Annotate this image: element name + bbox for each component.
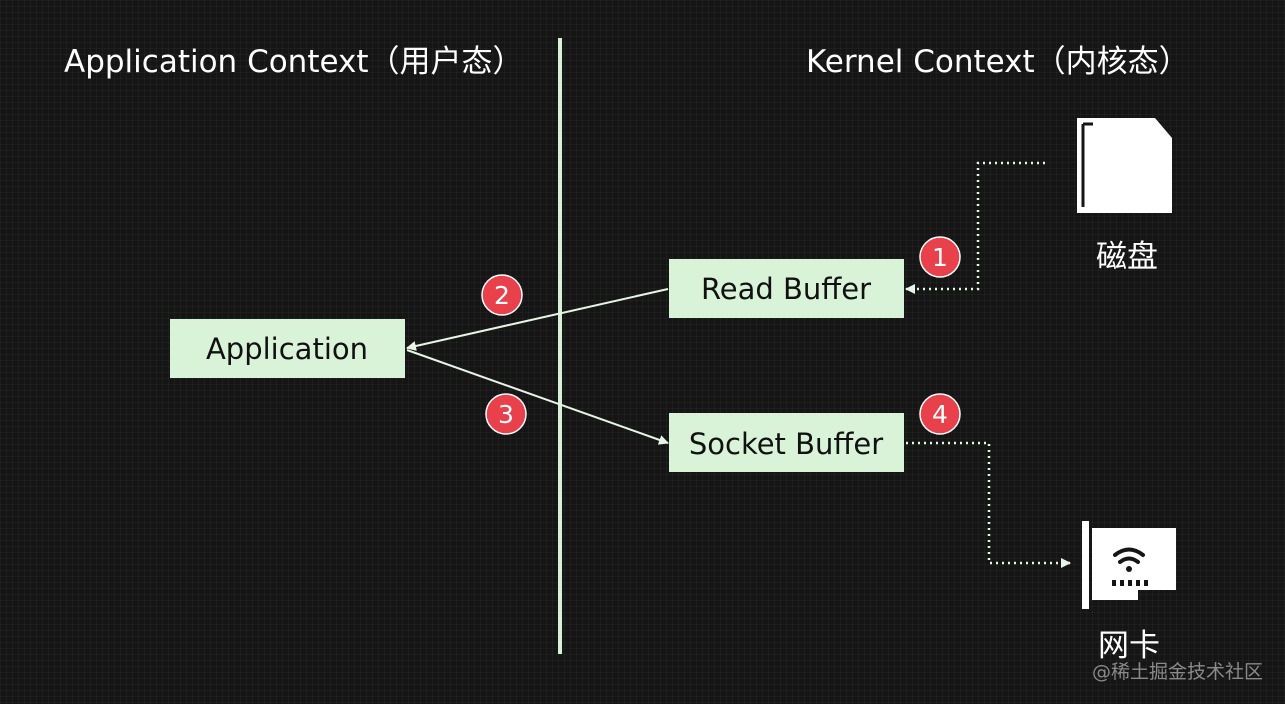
step-badge-3: 3 [485, 393, 527, 435]
step-badge-2: 2 [481, 274, 523, 316]
arrow-disk-to-read-buffer [905, 161, 1045, 294]
step-number-3: 3 [498, 400, 514, 429]
socket-buffer-box: Socket Buffer [669, 413, 904, 472]
watermark: @稀土掘金技术社区 [1092, 661, 1263, 683]
step-badge-4: 4 [919, 393, 961, 435]
arrow-application-to-socket [406, 349, 669, 445]
network-card-icon [1082, 521, 1176, 609]
arrow-socket-to-nic [906, 441, 1071, 568]
kernel-context-title: Kernel Context（内核态） [806, 44, 1190, 80]
step-number-4: 4 [932, 400, 948, 429]
disk-label: 磁盘 [1096, 239, 1158, 275]
arrow-read-to-application [406, 288, 669, 351]
step-number-2: 2 [494, 281, 510, 310]
disk-icon [1077, 118, 1172, 213]
network-card-label: 网卡 [1098, 628, 1160, 664]
read-buffer-box: Read Buffer [669, 259, 904, 318]
step-badge-1: 1 [919, 236, 961, 278]
step-number-1: 1 [932, 243, 948, 272]
application-label: Application [206, 332, 368, 366]
socket-buffer-label: Socket Buffer [689, 427, 883, 461]
read-buffer-label: Read Buffer [701, 272, 871, 306]
application-context-title: Application Context（用户态） [64, 44, 524, 80]
application-box: Application [170, 319, 405, 378]
